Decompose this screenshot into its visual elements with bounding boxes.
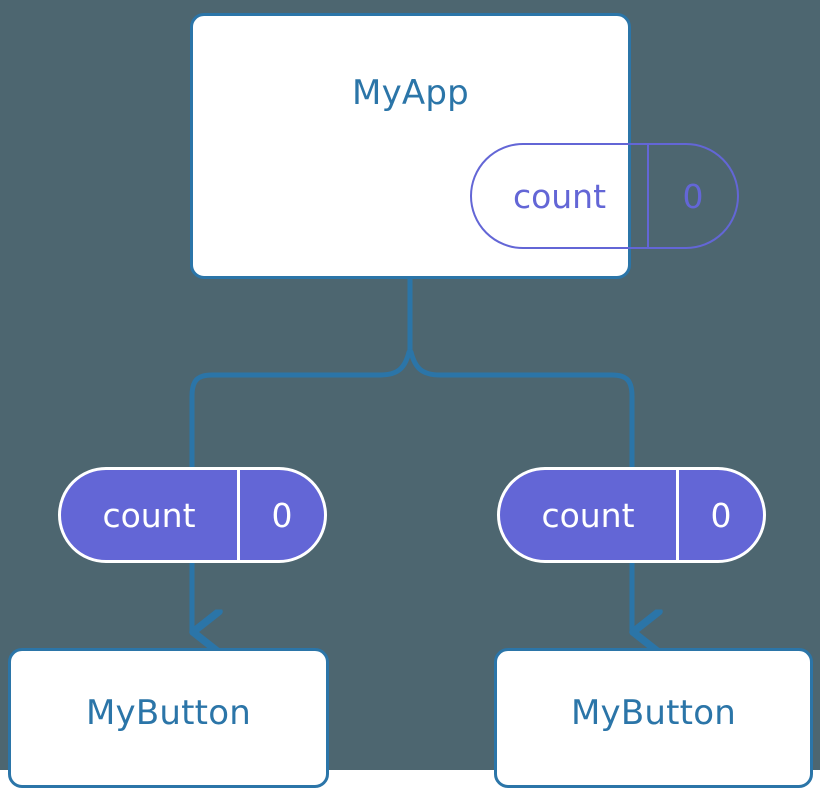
component-title-myapp: MyApp (352, 73, 469, 113)
connector-branch-right (408, 349, 635, 470)
props-pill-value-right: 0 (676, 470, 763, 560)
state-pill-value: 0 (647, 145, 737, 247)
component-card-myapp[interactable]: MyApp count 0 (190, 13, 739, 279)
props-pill-count-right[interactable]: count 0 (497, 467, 766, 563)
state-pill-count[interactable]: count 0 (470, 143, 739, 249)
component-title-mybutton-left: MyButton (86, 693, 251, 733)
props-pill-value-left: 0 (237, 470, 324, 560)
state-pill-key: count (512, 176, 607, 216)
props-pill-count-left[interactable]: count 0 (58, 467, 327, 563)
component-title-mybutton-right: MyButton (571, 693, 736, 733)
props-pill-key-left: count (102, 495, 196, 535)
connector-layer (0, 279, 820, 770)
component-card-mybutton-right[interactable]: MyButton (494, 648, 813, 788)
props-pill-key-right: count (541, 495, 635, 535)
connector-branch-left (189, 349, 412, 470)
component-card-mybutton-left[interactable]: MyButton (8, 648, 329, 788)
